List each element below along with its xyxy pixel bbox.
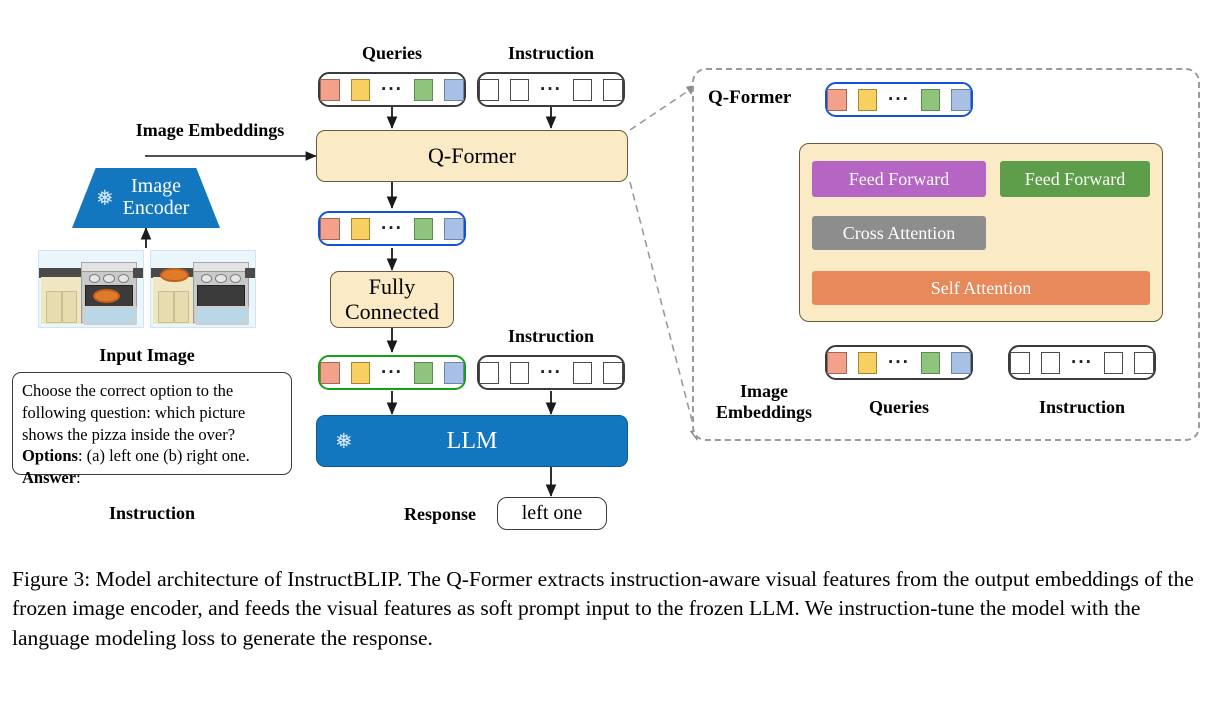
pizza-inside-oven: [93, 289, 120, 303]
self-attention-label: Self Attention: [930, 277, 1032, 298]
feed-forward-purple-label: Feed Forward: [848, 168, 950, 189]
queries-token-row-main: ···: [318, 72, 466, 107]
input-image-pair: [38, 250, 256, 328]
token-ellipsis: ···: [540, 78, 562, 100]
instruction-token-1: [479, 78, 499, 101]
instruction-label-mid: Instruction: [507, 326, 594, 346]
query-token-4: [951, 88, 971, 111]
token-ellipsis: ···: [540, 361, 562, 383]
query-token-2: [857, 88, 877, 111]
response-value: left one: [521, 502, 583, 524]
image-embeddings-label-main: Image Embeddings: [135, 120, 285, 140]
query-token-3: [413, 361, 434, 384]
prompt-options-label: Options: [22, 446, 78, 466]
fully-connected-label-1: Fully: [368, 274, 416, 300]
instruction-token-2: [509, 361, 529, 384]
query-token-1: [320, 217, 340, 240]
instruction-label-top: Instruction: [507, 43, 594, 63]
image-encoder-label: Image Encoder: [122, 175, 190, 219]
response-label: Response: [403, 504, 476, 524]
instruction-token-4: [1134, 351, 1154, 374]
instruction-token-row-top: ···: [477, 72, 625, 107]
qformer-detail-title: Q-Former: [708, 87, 792, 108]
prompt-answer-label: Answer: [22, 468, 77, 488]
detail-queries-token-row: ···: [825, 345, 973, 380]
instruction-token-3: [1103, 351, 1124, 374]
qformer-block-label: Q-Former: [428, 142, 516, 168]
qformer-output-token-row: ···: [318, 211, 466, 246]
instruction-token-4: [603, 78, 623, 101]
detail-image-embeddings-label: Image Embeddings: [715, 381, 813, 422]
query-token-2: [350, 78, 370, 101]
self-attention-block: Self Attention: [812, 271, 1150, 305]
token-ellipsis: ···: [381, 361, 403, 383]
token-ellipsis: ···: [888, 88, 910, 110]
input-image-right: [150, 250, 256, 328]
qformer-detail-output-token-row: ···: [825, 82, 973, 117]
token-ellipsis: ···: [381, 217, 403, 239]
instruction-card-caption: Instruction: [108, 503, 195, 523]
prompt-line-2: following question: which picture: [22, 402, 246, 422]
llm-block-label: LLM: [446, 427, 498, 454]
query-token-3: [413, 217, 434, 240]
instruction-token-3: [572, 361, 593, 384]
input-image-left: [38, 250, 144, 328]
prompt-line-1: Choose the correct option to the: [22, 381, 234, 400]
query-token-2: [350, 217, 370, 240]
prompt-answer-line: Answer:: [22, 467, 282, 489]
query-token-4: [444, 78, 464, 101]
instruction-token-1: [479, 361, 499, 384]
feed-forward-green-label: Feed Forward: [1024, 168, 1126, 189]
instruction-token-4: [603, 361, 623, 384]
query-token-2: [350, 361, 370, 384]
query-token-2: [857, 351, 877, 374]
instruction-token-2: [509, 78, 529, 101]
query-token-4: [444, 217, 464, 240]
prompt-answer-value: :: [76, 468, 81, 488]
instruction-token-2: [1040, 351, 1060, 374]
cross-attention-label: Cross Attention: [842, 222, 956, 243]
image-encoder-block: ❅ Image Encoder: [72, 168, 220, 228]
response-box: left one: [497, 497, 607, 530]
instruction-token-row-mid: ···: [477, 355, 625, 390]
query-token-3: [920, 88, 941, 111]
query-token-1: [320, 361, 340, 384]
query-token-4: [951, 351, 971, 374]
queries-label-main: Queries: [362, 43, 422, 63]
prompt-line-3: shows the pizza inside the over?: [22, 424, 236, 444]
cross-attention-block: Cross Attention: [812, 216, 986, 250]
instruction-token-3: [572, 78, 593, 101]
pizza-on-counter: [160, 267, 190, 283]
query-token-1: [827, 88, 847, 111]
feed-forward-purple-block: Feed Forward: [812, 161, 986, 197]
qformer-block: Q-Former: [316, 130, 628, 182]
query-token-3: [413, 78, 434, 101]
instruction-token-1: [1010, 351, 1030, 374]
fully-connected-block: Fully Connected: [330, 271, 454, 328]
detail-instruction-token-row: ···: [1008, 345, 1156, 380]
query-token-4: [444, 361, 464, 384]
prompt-options-value: : (a) left one (b) right one.: [77, 446, 250, 466]
token-ellipsis: ···: [1071, 351, 1093, 373]
feed-forward-green-block: Feed Forward: [1000, 161, 1150, 197]
detail-instruction-label: Instruction: [1038, 397, 1125, 417]
input-image-label: Input Image: [99, 345, 195, 365]
instruction-prompt-card: Choose the correct option to the followi…: [12, 372, 292, 487]
token-ellipsis: ···: [888, 351, 910, 373]
soft-prompt-token-row: ···: [318, 355, 466, 390]
llm-block: ❅ LLM: [316, 415, 628, 467]
query-token-1: [320, 78, 340, 101]
snowflake-icon: ❅: [335, 429, 353, 453]
query-token-3: [920, 351, 941, 374]
fully-connected-label-2: Connected: [344, 298, 440, 324]
prompt-options-line: Options: (a) left one (b) right one.: [22, 445, 282, 467]
token-ellipsis: ···: [381, 78, 403, 100]
figure-caption: Figure 3: Model architecture of Instruct…: [12, 567, 1194, 650]
snowflake-icon: ❅: [96, 186, 114, 210]
query-token-1: [827, 351, 847, 374]
detail-queries-label: Queries: [869, 397, 929, 417]
